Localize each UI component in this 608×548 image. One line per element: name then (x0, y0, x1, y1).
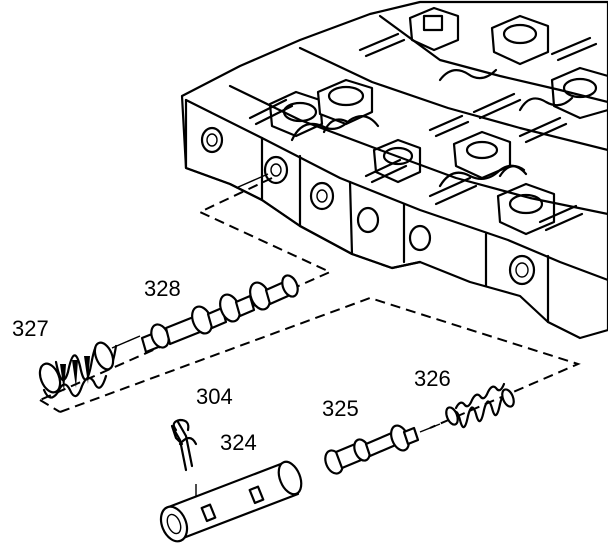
spring-326 (445, 382, 515, 429)
callout-304: 304 (196, 384, 233, 409)
callout-326: 326 (414, 366, 451, 391)
callout-328: 328 (144, 276, 181, 301)
sleeve-324 (159, 460, 303, 543)
callout-324: 324 (220, 430, 257, 455)
retainer-pin-304 (170, 418, 198, 502)
spring-327 (38, 341, 118, 399)
valve-body-casting (180, 0, 608, 340)
callout-325: 325 (322, 396, 359, 421)
valve-328 (111, 274, 299, 354)
valve-325 (324, 423, 441, 475)
callout-327: 327 (12, 316, 49, 341)
